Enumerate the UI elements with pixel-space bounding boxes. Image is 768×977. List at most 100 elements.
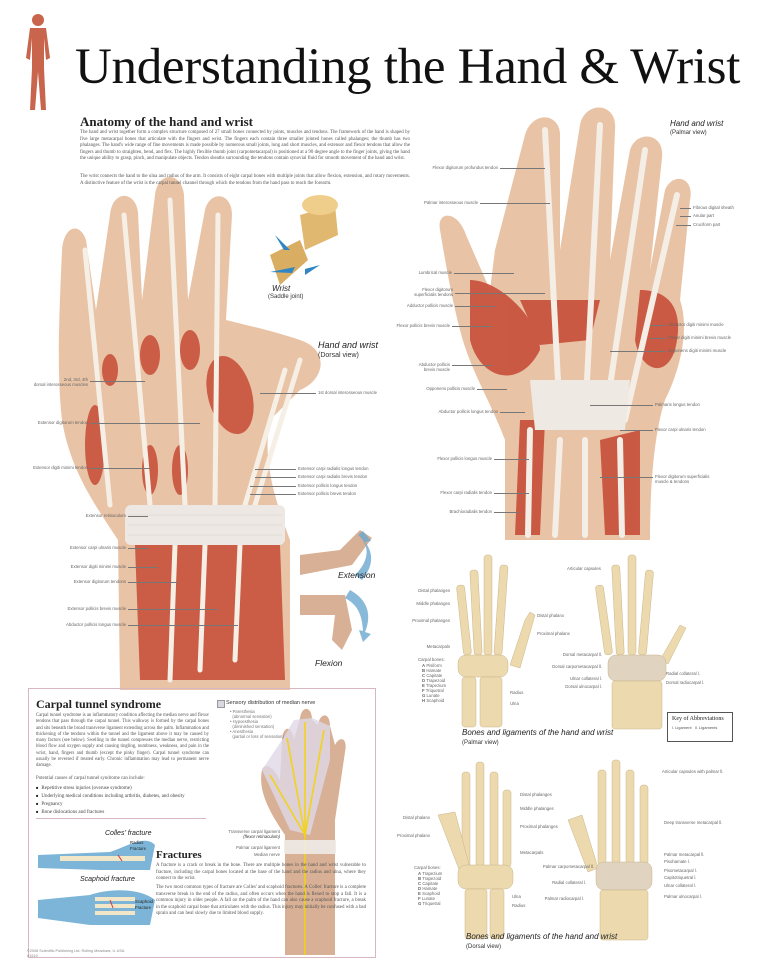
dorsal-label: Abductor pollicis longus muscle — [66, 622, 126, 627]
bone-label: Carpal bones: — [418, 657, 445, 662]
bone-label: Proximal phalanx — [537, 631, 570, 636]
cause-item: Bone dislocations and fractures — [36, 808, 216, 816]
ligament-label: Dorsal ulnocarpal l. — [565, 684, 602, 689]
flexor-retinaculum — [530, 380, 630, 430]
ligament-label: Palmar ulnocarpal l. — [664, 894, 702, 899]
dorsal-label: Extensor pollicis brevis muscle — [67, 606, 126, 611]
fractures-heading: Fractures — [156, 849, 202, 861]
dorsal-label: 1st dorsal interosseous muscle — [318, 390, 377, 395]
palmar-label: Fibrous digital sheath — [693, 205, 734, 210]
palmar-label: Abductor digiti minimi muscle — [668, 322, 724, 327]
palmar-label: Palmar interosseous muscle — [424, 200, 478, 205]
cause-item: Pregnancy — [36, 800, 216, 808]
carpal-bones-dorsal-list: A Trapezium B Trapezoid C Capitate D Ham… — [418, 871, 443, 906]
ligament-label: Dorsal carpometacarpal ll. — [552, 664, 602, 669]
page-title: Understanding the Hand & Wrist — [75, 39, 741, 95]
palmar-label: Flexor carpi radialis tendon — [440, 490, 492, 495]
sensory-legend-swatch — [217, 700, 225, 708]
dorsal-label: Extensor retinaculum — [85, 513, 126, 518]
sensory-title: Sensory distribution of median nerve — [226, 700, 316, 706]
nerve-label: (flexor retinaculum) — [243, 834, 280, 839]
palmar-label: Flexor digitorum superficialis muscle & … — [655, 474, 710, 484]
bones-palmar-subcaption: (Palmar view) — [462, 740, 499, 746]
colles-fracture-title: Colles' fracture — [105, 830, 152, 837]
key-item: l. Ligament — [672, 725, 692, 730]
palmar-label: Palmaris longus tendon — [655, 402, 700, 407]
footer: ©2008 Scientific Publishing Ltd. Rolling… — [27, 949, 124, 959]
fracture-label: Fracture — [135, 905, 151, 910]
key-of-abbreviations: Key of Abbreviations l. Ligament ll. Lig… — [667, 712, 733, 742]
palmar-label: Abductor pollicis brevis muscle — [418, 362, 450, 372]
bones-dorsal-subcaption: (Dorsal view) — [466, 944, 502, 950]
bone-label: Carpal bones: — [414, 865, 441, 870]
bone-label: Ulna — [510, 701, 519, 706]
palmar-view-title: Hand and wrist — [670, 119, 724, 128]
palmar-label: Flexor digitorum profundus tendon — [432, 165, 498, 170]
ligament-label: Radial collateral l. — [666, 671, 700, 676]
palmar-label: Adductor pollicis muscle — [406, 303, 453, 308]
extension-label: Extension — [338, 570, 376, 580]
median-nerve-hand-illustration — [261, 708, 346, 955]
nerve-label: Palmar carpal ligament — [236, 845, 280, 850]
dorsal-label: Extensor carpi radialis longus tendon — [298, 466, 369, 471]
bones-palmar-illustration — [456, 554, 536, 728]
ligament-label: Deep transverse metacarpal ll. — [664, 820, 723, 825]
palmar-label: Lumbrical muscle — [418, 270, 452, 275]
bone-label: Proximal phalanx — [397, 833, 430, 838]
colles-fracture-illustration — [38, 840, 155, 870]
fractures-body-1: A fracture is a crack or break in the bo… — [156, 863, 366, 882]
ligament-label: Articular capsules — [567, 566, 601, 571]
dorsal-label: Extensor digitorum tendons — [73, 579, 126, 584]
ligament-label: Ulnar collateral l. — [664, 883, 697, 888]
ligaments-dorsal-illustration — [567, 759, 653, 941]
bones-dorsal-illustration — [437, 761, 514, 940]
panel-divider — [36, 818, 206, 819]
palmar-label: Opponens pollicis muscle — [426, 386, 475, 391]
bone-label: Distal phalanges — [418, 588, 450, 593]
ligament-label: Radial collateral l. — [552, 880, 586, 885]
bone-label: Radius — [512, 903, 526, 908]
ligament-label: Palmar metacarpal ll. — [664, 852, 705, 857]
key-title: Key of Abbreviations — [672, 716, 724, 722]
dorsal-hand-illustration — [58, 176, 321, 690]
product-code: #1519 — [27, 954, 38, 958]
bone-label: Middle phalanges — [416, 601, 450, 606]
bone-label: Proximal phalanges — [412, 618, 450, 623]
carpal-tunnel-causes-intro: Potential causes of carpal tunnel syndro… — [36, 776, 145, 781]
bone-label: Metacarpals — [426, 644, 450, 649]
dorsal-label: 2nd, 3rd, 4th dorsal interosseous muscle… — [33, 377, 88, 387]
palmar-label: Abductor pollicis longus tendon — [438, 409, 498, 414]
palmar-label: Flexor digiti minimi brevis muscle — [668, 335, 732, 340]
key-item: ll. Ligaments — [694, 725, 718, 730]
palmar-label: Flexor digitorum superficialis tendons — [414, 287, 453, 297]
dorsal-label: Extensor digiti minimi tendon — [33, 465, 88, 470]
fracture-label: Radius — [130, 840, 144, 845]
nerve-label: Transverse carpal ligament — [228, 829, 280, 834]
ligament-label: Articular capsules with palmar ll. — [662, 769, 724, 774]
palmar-label: Flexor pollicis brevis muscle — [396, 323, 451, 328]
bone-label: Distal phalanx — [403, 815, 430, 820]
fractures-body-2: The two most common types of fracture ar… — [156, 885, 367, 917]
bone-label: Proximal phalanges — [520, 824, 558, 829]
palmar-label: Flexor carpi ulnaris tendon — [655, 427, 706, 432]
ligament-label: Palmar radiocarpal l. — [544, 896, 584, 901]
sensory-list: • Paresthesia (abnormal sensation) • Hyp… — [230, 709, 284, 739]
palmar-label: Flexor pollicis longus muscle — [437, 456, 492, 461]
wrist-joint-subtitle: (Saddle joint) — [268, 294, 304, 300]
dorsal-label: Extensor pollicis brevis tendon — [298, 491, 357, 496]
carpal-tunnel-causes-list: Repetitive stress injuries (overuse synd… — [36, 784, 216, 816]
palmar-label: Anular part — [693, 213, 715, 218]
ligaments-palmar-illustration — [595, 554, 687, 730]
palmar-label: Cruciform part — [693, 222, 721, 227]
dorsal-view-subtitle: (Dorsal view) — [318, 352, 359, 359]
bone-label: Distal phalanges — [520, 792, 552, 797]
wrist-joint-title: Wrist — [272, 284, 291, 293]
ligament-label: Palmar carpometacarpal ll. — [542, 864, 594, 869]
bone-label: Metacarpals — [520, 850, 544, 855]
dorsal-label: Extensor digiti minimi muscle — [70, 564, 126, 569]
copyright: ©2008 Scientific Publishing Ltd. Rolling… — [27, 949, 125, 953]
dorsal-label: Extensor pollicis longus tendon — [298, 483, 358, 488]
bones-dorsal-caption: Bones and ligaments of the hand and wris… — [466, 932, 618, 941]
ligament-label: Dorsal metacarpal ll. — [562, 652, 602, 657]
